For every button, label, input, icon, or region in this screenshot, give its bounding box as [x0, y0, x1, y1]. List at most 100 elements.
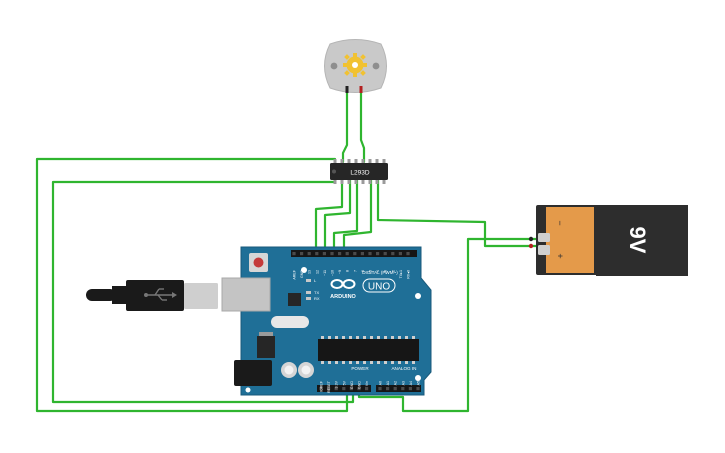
wire-driver-to-pin-13[interactable] — [314, 178, 344, 254]
battery-pos-lead — [528, 243, 534, 249]
pin-label: GND — [358, 381, 362, 389]
header-pin-socket[interactable] — [368, 252, 372, 256]
pin-label: ~3 — [384, 270, 388, 274]
arduino-brand: ARDUINO — [330, 294, 356, 300]
header-pin-socket[interactable] — [391, 252, 395, 256]
pin-label: A2 — [394, 381, 398, 385]
pin-label: RX◂0 — [407, 270, 411, 279]
pin-label: A3 — [401, 381, 405, 385]
pin-label: 2 — [391, 270, 395, 272]
pin-label: ~11 — [323, 270, 327, 276]
wire-battery-neg-to-gnd[interactable] — [357, 237, 538, 413]
wire-motor-lead-1[interactable] — [341, 90, 349, 164]
header-pin-socket[interactable] — [393, 387, 397, 391]
battery-positive-terminal[interactable] — [538, 245, 550, 255]
header-pin-socket[interactable] — [292, 252, 296, 256]
pin-label: 7 — [353, 270, 357, 272]
led-label-tx: TX — [314, 290, 319, 295]
wire-driver-to-pin-9[interactable] — [323, 178, 352, 254]
header-pin-socket[interactable] — [398, 252, 402, 256]
header-pin-socket[interactable] — [408, 387, 412, 391]
usb-icon — [144, 288, 177, 301]
l293d-driver[interactable]: L293D — [330, 159, 388, 184]
wire-driver-to-pin-8[interactable] — [342, 178, 373, 254]
pin-label: RESET — [327, 380, 331, 393]
pin-label: A4 — [409, 381, 413, 385]
mounting-hole — [415, 375, 421, 381]
pin-label: 13 — [308, 270, 312, 274]
header-pin-socket[interactable] — [330, 252, 334, 256]
driver-label: L293D — [350, 170, 369, 177]
header-pin-socket[interactable] — [376, 252, 380, 256]
header-pin-socket[interactable] — [357, 387, 361, 391]
header-pin-socket[interactable] — [307, 252, 311, 256]
motor-screw-left — [330, 62, 338, 70]
led-tx — [306, 291, 311, 294]
pin-label: 5V — [342, 380, 346, 385]
header-pin-socket[interactable] — [338, 252, 342, 256]
battery-neg-symbol: − — [555, 220, 565, 225]
motor-terminal-2[interactable] — [359, 86, 363, 93]
pin-label: GND — [350, 381, 354, 389]
atmega-chip — [318, 336, 419, 364]
pin-label: IOREF — [320, 380, 324, 392]
pin-label: 12 — [315, 270, 319, 274]
pin-label: ~9 — [338, 270, 342, 274]
header-pin-socket[interactable] — [416, 387, 420, 391]
header-pin-socket[interactable] — [378, 387, 382, 391]
dc-motor[interactable] — [324, 39, 387, 94]
header-pin-socket[interactable] — [342, 387, 346, 391]
usb-cable-strain — [86, 289, 116, 301]
header-pin-socket[interactable] — [406, 252, 410, 256]
header-pin-socket[interactable] — [383, 252, 387, 256]
header-pin-socket[interactable] — [300, 252, 304, 256]
battery-negative-terminal[interactable] — [538, 233, 550, 242]
motor-terminal-1[interactable] — [345, 86, 349, 93]
pin-label: ~5 — [369, 270, 373, 274]
battery-9v[interactable]: − + 9V — [528, 205, 688, 276]
header-pin-socket[interactable] — [349, 387, 353, 391]
header-pin-socket[interactable] — [345, 252, 349, 256]
header-pin-socket[interactable] — [401, 387, 405, 391]
header-pin-socket[interactable] — [315, 252, 319, 256]
arduino-model: UNO — [368, 282, 390, 293]
led-l — [306, 279, 311, 282]
pin-label: A1 — [386, 381, 390, 385]
wire-driver-to-battery-pos[interactable] — [376, 178, 538, 248]
header-pin-socket[interactable] — [322, 252, 326, 256]
header-pin-socket[interactable] — [353, 252, 357, 256]
led-rx — [306, 297, 311, 300]
wire-motor-lead-2[interactable] — [359, 90, 366, 164]
header-pin-socket[interactable] — [360, 252, 364, 256]
pin-label: 8 — [346, 270, 350, 272]
mounting-hole — [301, 267, 307, 273]
header-pin-socket[interactable] — [386, 387, 390, 391]
pin-label: AREF — [293, 269, 297, 279]
usb-controller-chip — [288, 293, 301, 306]
crystal-oscillator — [271, 316, 309, 328]
power-header-label: POWER — [351, 366, 369, 371]
pin-label: 3.3V — [335, 380, 339, 388]
pin-label: 4 — [376, 270, 380, 272]
mounting-hole — [415, 293, 421, 299]
pin-label: ~6 — [361, 270, 365, 274]
dc-power-jack[interactable] — [234, 360, 272, 386]
battery-voltage-label: 9V — [625, 227, 650, 254]
usb-cable[interactable] — [86, 280, 218, 311]
header-pin-socket[interactable] — [327, 387, 331, 391]
header-pin-socket[interactable] — [334, 387, 338, 391]
onboard-leds: L TX RX — [306, 278, 320, 301]
pin-label: ~10 — [331, 270, 335, 276]
usb-plug-metal — [184, 283, 218, 309]
wire-driver-to-pin-7[interactable] — [332, 178, 359, 254]
header-pin-socket[interactable] — [365, 387, 369, 391]
usb-b-port[interactable] — [221, 277, 271, 312]
motor-gear-icon — [343, 53, 367, 77]
battery-neg-lead — [528, 236, 534, 242]
header-pin-socket[interactable] — [319, 387, 323, 391]
